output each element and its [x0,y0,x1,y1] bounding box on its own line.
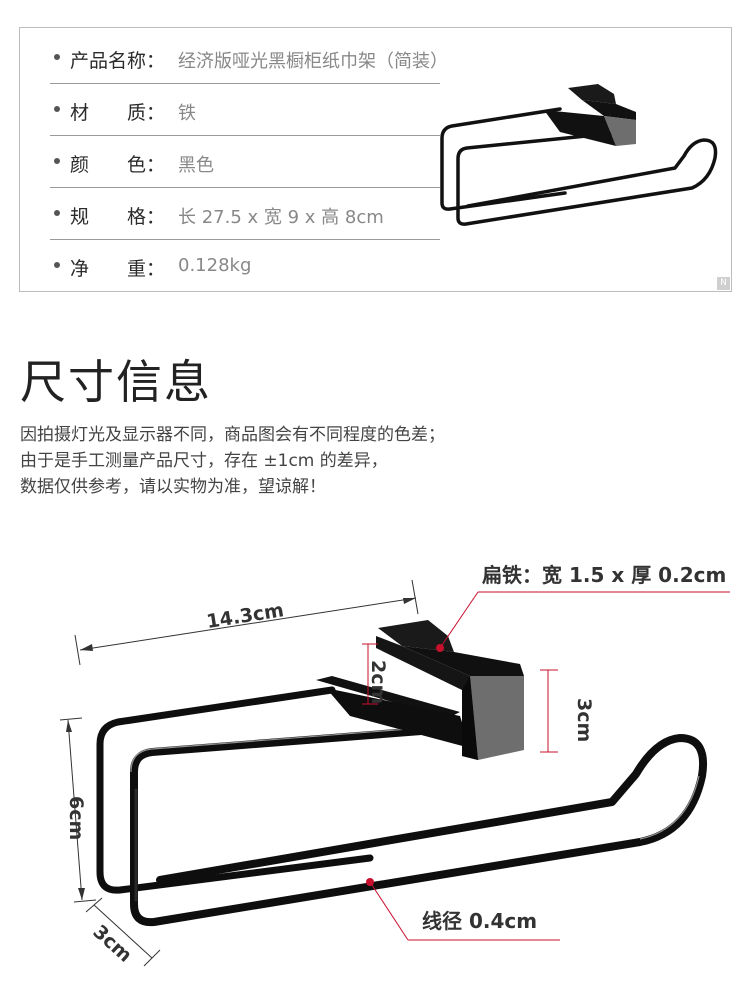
spec-row-size: 规 格： 长 27.5 x 宽 9 x 高 8cm [50,188,440,240]
height-dimension [59,717,97,903]
length-label: 14.3cm [205,599,285,633]
bullet-icon [54,262,60,268]
note-line: 因拍摄灯光及显示器不同，商品图会有不同程度的色差； [20,425,445,445]
bracket [316,620,524,760]
spec-label: 净 重： [70,258,166,280]
flat-iron-callout [436,591,730,652]
height-label: 6cm [65,796,87,840]
length-arrow-icon [80,598,416,651]
spec-label: 规 格： [70,206,166,228]
bullet-icon [54,106,60,112]
length-dimension [74,579,419,666]
note-line: 数据仅供参考，请以实物为准，望谅解！ [20,477,326,497]
spec-row-material: 材 质： 铁 [50,84,440,136]
bullet-icon [54,158,60,164]
wire-callout [366,878,560,941]
depth-label: 3cm [88,921,136,967]
spec-value: 0.128kg [178,255,252,276]
bracket-height-label: 3cm [573,698,595,742]
spec-label: 材 质： [70,102,166,124]
product-thumbnail [440,84,718,226]
bullet-icon [54,54,60,60]
wire-back-loop [96,686,374,894]
clip-height-dimension [362,643,378,705]
spec-value: 铁 [178,103,196,124]
section-title: 尺寸信息 [20,355,212,409]
spec-value: 经济版哑光黑橱柜纸巾架（简装） [178,51,448,72]
clip-height-label: 2cm [367,660,389,704]
spec-row-name: 产品名称： 经济版哑光黑橱柜纸巾架（简装） [50,32,448,84]
spec-value: 黑色 [178,155,214,176]
spec-box: 产品名称： 经济版哑光黑橱柜纸巾架（简装） 材 质： 铁 颜 色： 黑色 规 格… [19,27,732,292]
wire-front-loop [130,724,707,927]
flat-iron-label: 扁铁：宽 1.5 x 厚 0.2cm [482,563,726,587]
spec-row-weight: 净 重： 0.128kg [50,240,440,292]
height-arrow-icon [66,720,85,900]
depth-dimension [85,897,161,967]
bracket-height-dimension [540,669,558,753]
spec-label: 颜 色： [70,154,166,176]
spec-label: 产品名称： [70,50,166,72]
wire-label: 线径 0.4cm [422,909,537,933]
bullet-icon [54,210,60,216]
note-line: 由于是手工测量产品尺寸，存在 ±1cm 的差异， [20,451,388,471]
spec-row-color: 颜 色： 黑色 [50,136,440,188]
spec-value: 长 27.5 x 宽 9 x 高 8cm [178,207,384,228]
watermark-badge: N [717,277,730,290]
